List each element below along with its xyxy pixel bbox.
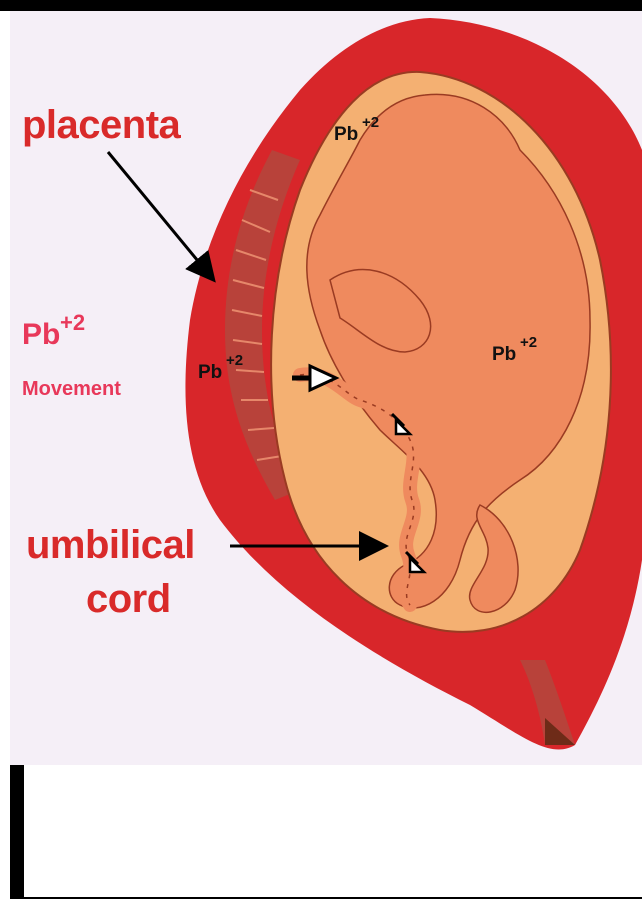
pb-charge-label: +2	[60, 310, 85, 335]
pb-placenta-charge: +2	[226, 352, 243, 369]
pb-body-label: Pb	[492, 344, 516, 365]
placenta-arrow	[108, 152, 212, 278]
pb-head-charge: +2	[362, 114, 379, 131]
pb-head-label: Pb	[334, 124, 358, 145]
movement-label: Movement	[22, 378, 121, 400]
placenta-label: placenta	[22, 103, 182, 147]
pb-placenta-label: Pb	[198, 362, 222, 383]
umbilical-label: umbilical	[26, 523, 195, 567]
cord-label: cord	[86, 577, 171, 621]
pb-label: Pb	[22, 318, 60, 351]
pb-body-charge: +2	[520, 334, 537, 351]
